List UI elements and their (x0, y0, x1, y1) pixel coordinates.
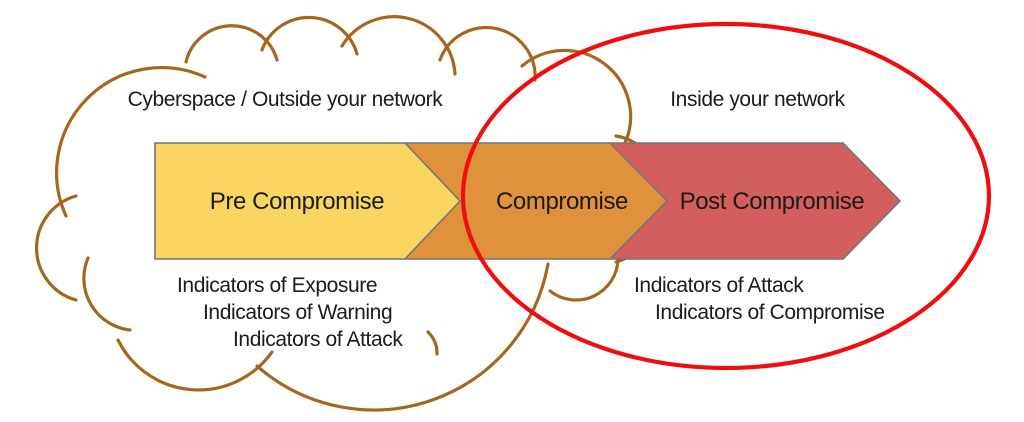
pre-compromise-label: Pre Compromise (209, 188, 385, 215)
cloud-arc (82, 256, 132, 332)
process-arrows (154, 142, 902, 260)
outside-network-label: Cyberspace / Outside your network (127, 88, 443, 111)
compromise-label: Compromise (495, 188, 629, 215)
cloud-arc (548, 257, 620, 302)
indicator-line: Indicators of Warning (203, 301, 393, 324)
indicator-line: Indicators of Attack (634, 274, 804, 297)
cloud-arc (35, 194, 78, 302)
post-compromise-label: Post Compromise (679, 188, 865, 215)
indicator-line: Indicators of Exposure (177, 274, 378, 297)
cloud-arc (426, 330, 439, 356)
indicator-line: Indicators of Compromise (655, 301, 885, 324)
cloud-arc (340, 15, 457, 76)
indicator-line: Indicators of Attack (233, 328, 403, 351)
cloud-arc (255, 262, 550, 412)
inside-network-label: Inside your network (670, 88, 845, 111)
cloud-arc (116, 338, 274, 392)
pre-compromise-arrow (154, 142, 462, 260)
cloud-arc (55, 66, 207, 218)
cloud-arc (520, 48, 633, 145)
inside-network-ellipse (460, 21, 992, 371)
cloud-outline (35, 15, 660, 412)
cloud-arc (260, 15, 359, 56)
cloud-arc (184, 24, 279, 64)
outside-indicators: Indicators of Exposure Indicators of War… (177, 272, 403, 353)
inside-indicators: Indicators of Attack Indicators of Compr… (634, 272, 885, 326)
cloud-arc (438, 25, 537, 82)
